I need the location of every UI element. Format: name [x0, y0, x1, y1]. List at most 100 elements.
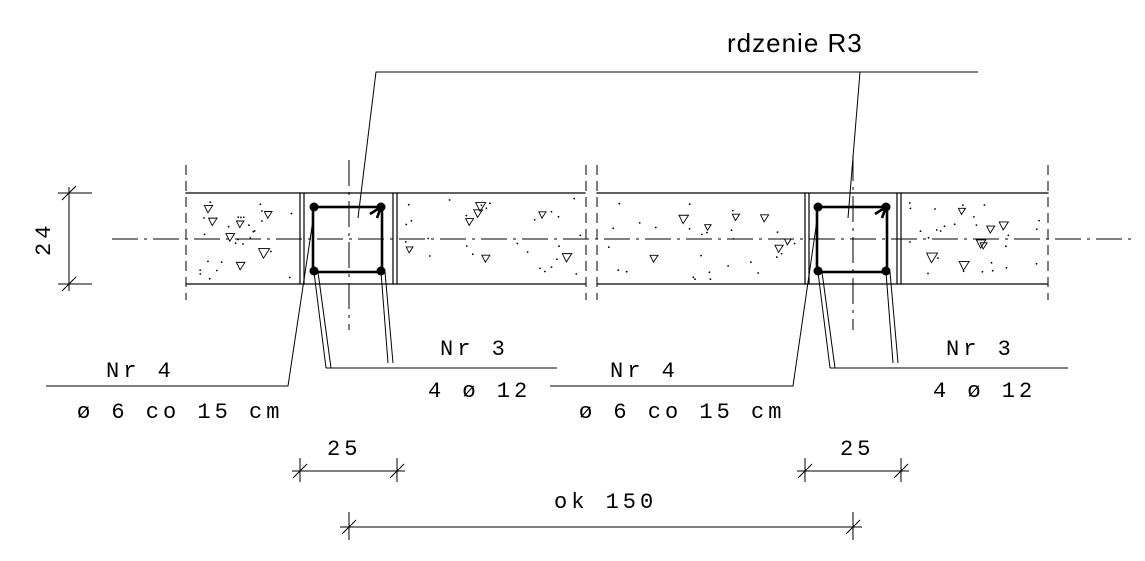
concrete-aggregate-mark [257, 248, 271, 260]
label-nr4-right: Nr 4 [610, 359, 679, 384]
concrete-stipple-dot [983, 204, 986, 206]
concrete-stipple-dot [240, 216, 242, 219]
dim-tick-150-b [845, 519, 861, 535]
concrete-aggregate-mark [235, 220, 245, 229]
concrete-aggregate-mark [649, 254, 659, 264]
concrete-stipple-dot [557, 215, 560, 218]
concrete-stipple-dot [927, 236, 930, 239]
concrete-stipple-dot [242, 243, 244, 245]
concrete-stipple-dot [209, 201, 212, 204]
concrete-aggregate-mark [235, 261, 246, 271]
concrete-stipple-dot [953, 223, 956, 226]
label-nr3-left-qty: 4 ø 12 [428, 379, 531, 404]
concrete-stipple-dot [709, 278, 712, 281]
dim-text-25-right: 25 [840, 437, 874, 462]
concrete-aggregate-mark [774, 244, 785, 254]
dim-text-25-left: 25 [327, 437, 361, 462]
concrete-stipple-dot [939, 230, 942, 232]
concrete-stipple-dot [252, 230, 255, 233]
concrete-aggregate-mark [561, 253, 573, 263]
dim-tick-25r-a [797, 463, 813, 479]
concrete-aggregate-mark [975, 239, 987, 250]
concrete-stipple-dot [701, 233, 703, 236]
drawing-title: rdzenie R3 [727, 28, 863, 58]
concrete-stipple-dot [259, 203, 262, 206]
concrete-stipple-dot [638, 222, 641, 224]
concrete-stipple-dot [465, 245, 468, 247]
concrete-stipple-dot [199, 269, 202, 271]
leader-nr3-right-b [821, 271, 836, 369]
concrete-aggregate-mark [731, 213, 741, 222]
concrete-stipple-dot [937, 257, 939, 259]
concrete-stipple-dot [261, 210, 263, 212]
concrete-stipple-dot [750, 261, 752, 264]
concrete-stipple-dot [448, 199, 451, 201]
dimension-core-left: 25 [292, 437, 405, 482]
concrete-stipple-dot [575, 273, 578, 275]
concrete-stipple-dot [404, 241, 407, 243]
concrete-stipple-dot [234, 242, 237, 245]
title-leader-right [847, 71, 978, 219]
rebar-leaders [46, 219, 1068, 387]
leader-nr3-left-a [313, 271, 327, 369]
concrete-stipple-dot [207, 260, 209, 263]
concrete-stipple-dot [688, 228, 691, 230]
concrete-stipple-dot [780, 252, 783, 255]
concrete-stipple-dot [539, 267, 541, 270]
title-leader-left [357, 71, 978, 219]
concrete-stipple-dot [927, 272, 929, 275]
concrete-aggregate-mark [263, 211, 273, 220]
dim-tick-25l-b [389, 463, 405, 479]
concrete-stipple-dot [962, 270, 965, 273]
dim-tick-25r-b [893, 463, 909, 479]
wall-outline [185, 165, 1049, 300]
concrete-stipple-dot [516, 242, 519, 245]
dim-tick-25l-a [292, 463, 308, 479]
concrete-stipple-dot [617, 269, 620, 272]
concrete-stipple-dot [692, 276, 695, 279]
concrete-stipple-dot [731, 209, 734, 212]
concrete-aggregate-mark [925, 252, 939, 264]
label-nr4-left: Nr 4 [106, 359, 175, 384]
concrete-stipple-dot [909, 241, 911, 243]
concrete-stipple-dot [694, 278, 696, 281]
dimension-core-spacing: ok 150 [340, 490, 862, 540]
label-nr4-right-spec: ø 6 co 15 cm [579, 400, 785, 425]
concrete-stipple-dot [471, 253, 474, 256]
leader-nr3-right-a [817, 271, 831, 369]
concrete-stipple-dot [427, 237, 430, 240]
concrete-stipple-dot [975, 224, 978, 227]
concrete-aggregate-mark [783, 238, 792, 246]
concrete-stipple-dot [550, 210, 553, 213]
concrete-stipple-dot [706, 231, 708, 234]
leader-nr3-left-c [380, 271, 389, 364]
stirrup-hook-left [369, 203, 384, 219]
concrete-aggregate-mark [957, 207, 967, 216]
concrete-stipple-dot [1005, 266, 1008, 269]
concrete-stipple-dot [727, 265, 729, 267]
concrete-stipple-dot [405, 223, 408, 226]
dim-tick-top [61, 185, 77, 201]
concrete-aggregate-mark [958, 261, 970, 272]
concrete-stipple-dot [991, 269, 994, 272]
concrete-hatch [199, 197, 1040, 281]
concrete-stipple-dot [934, 208, 936, 210]
concrete-stipple-dot [290, 212, 293, 215]
leader-nr3-right-d [889, 271, 899, 364]
concrete-aggregate-mark [759, 214, 770, 223]
concrete-stipple-dot [908, 202, 911, 204]
concrete-stipple-dot [248, 224, 250, 227]
concrete-stipple-dot [612, 227, 615, 230]
concrete-stipple-dot [249, 237, 252, 239]
label-nr3-left: Nr 3 [440, 337, 509, 362]
concrete-stipple-dot [1035, 228, 1038, 231]
concrete-stipple-dot [730, 229, 733, 232]
concrete-stipple-dot [203, 217, 205, 219]
concrete-stipple-dot [556, 258, 558, 261]
concrete-stipple-dot [485, 207, 488, 210]
concrete-stipple-dot [543, 270, 546, 273]
axes [112, 155, 1135, 330]
leader-nr4-left [46, 219, 314, 387]
